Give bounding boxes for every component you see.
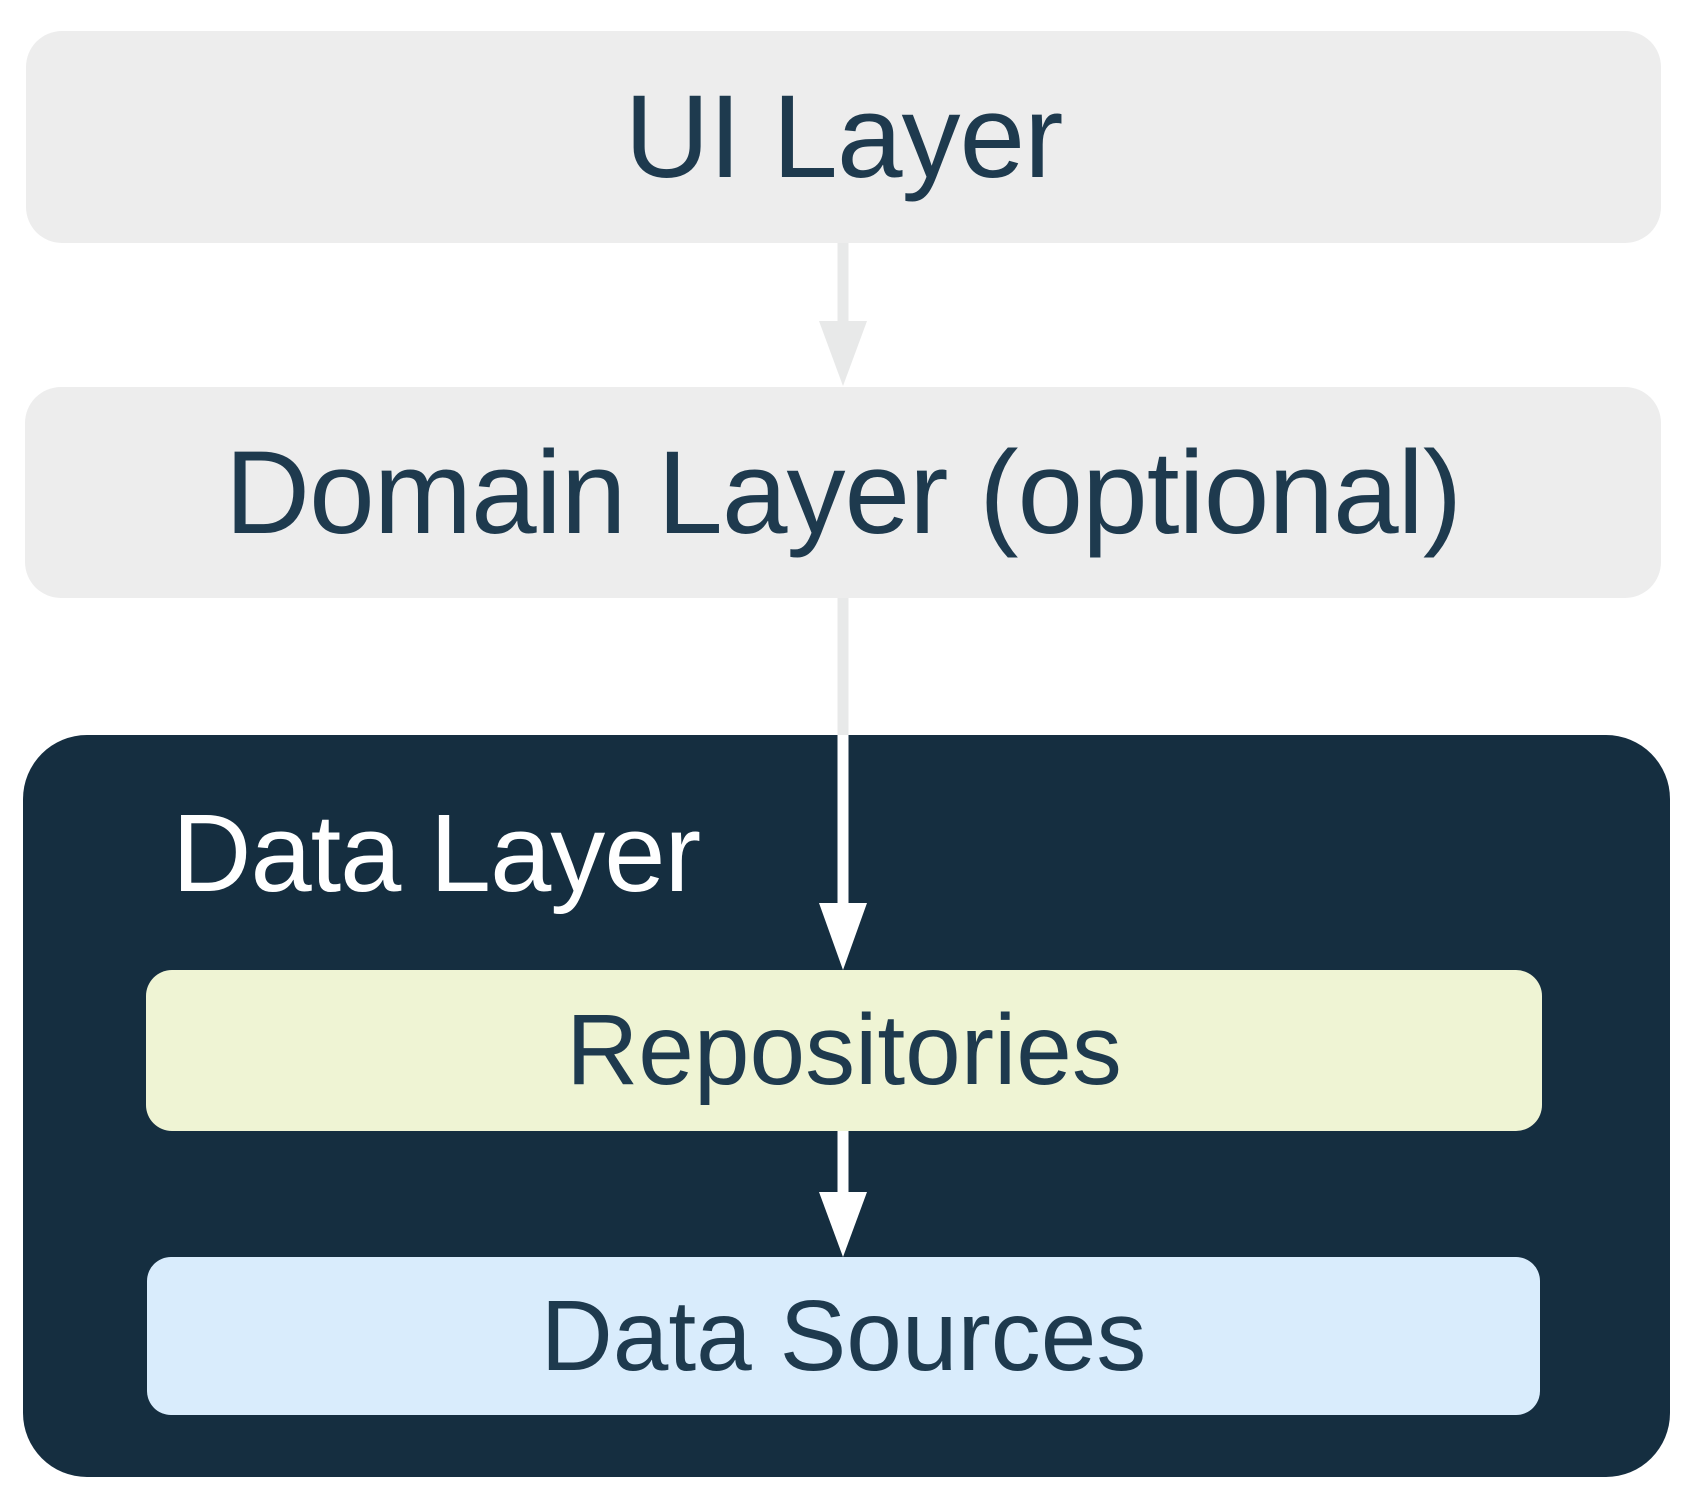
arrow-head-icon [819, 1192, 867, 1257]
domain-layer-label: Domain Layer (optional) [224, 426, 1462, 559]
repositories-label: Repositories [566, 994, 1122, 1106]
arrow-shaft [837, 735, 849, 905]
ui-layer-label: UI Layer [624, 71, 1064, 203]
arrow-domain-to-repositories-icon [819, 598, 867, 970]
arrow-head-icon [819, 321, 867, 386]
data-sources-box: Data Sources [147, 1257, 1540, 1415]
arrow-repositories-to-data-sources-icon [819, 1131, 867, 1257]
arrow-head-icon [819, 903, 867, 970]
ui-layer-box: UI Layer [26, 31, 1661, 243]
arrow-shaft [837, 598, 849, 736]
data-layer-label: Data Layer [172, 792, 701, 915]
repositories-box: Repositories [146, 970, 1542, 1131]
data-sources-label: Data Sources [540, 1279, 1147, 1392]
domain-layer-box: Domain Layer (optional) [25, 387, 1661, 598]
arrow-ui-to-domain-icon [819, 243, 867, 386]
arrow-shaft [837, 243, 849, 323]
arrow-shaft [837, 1131, 849, 1193]
